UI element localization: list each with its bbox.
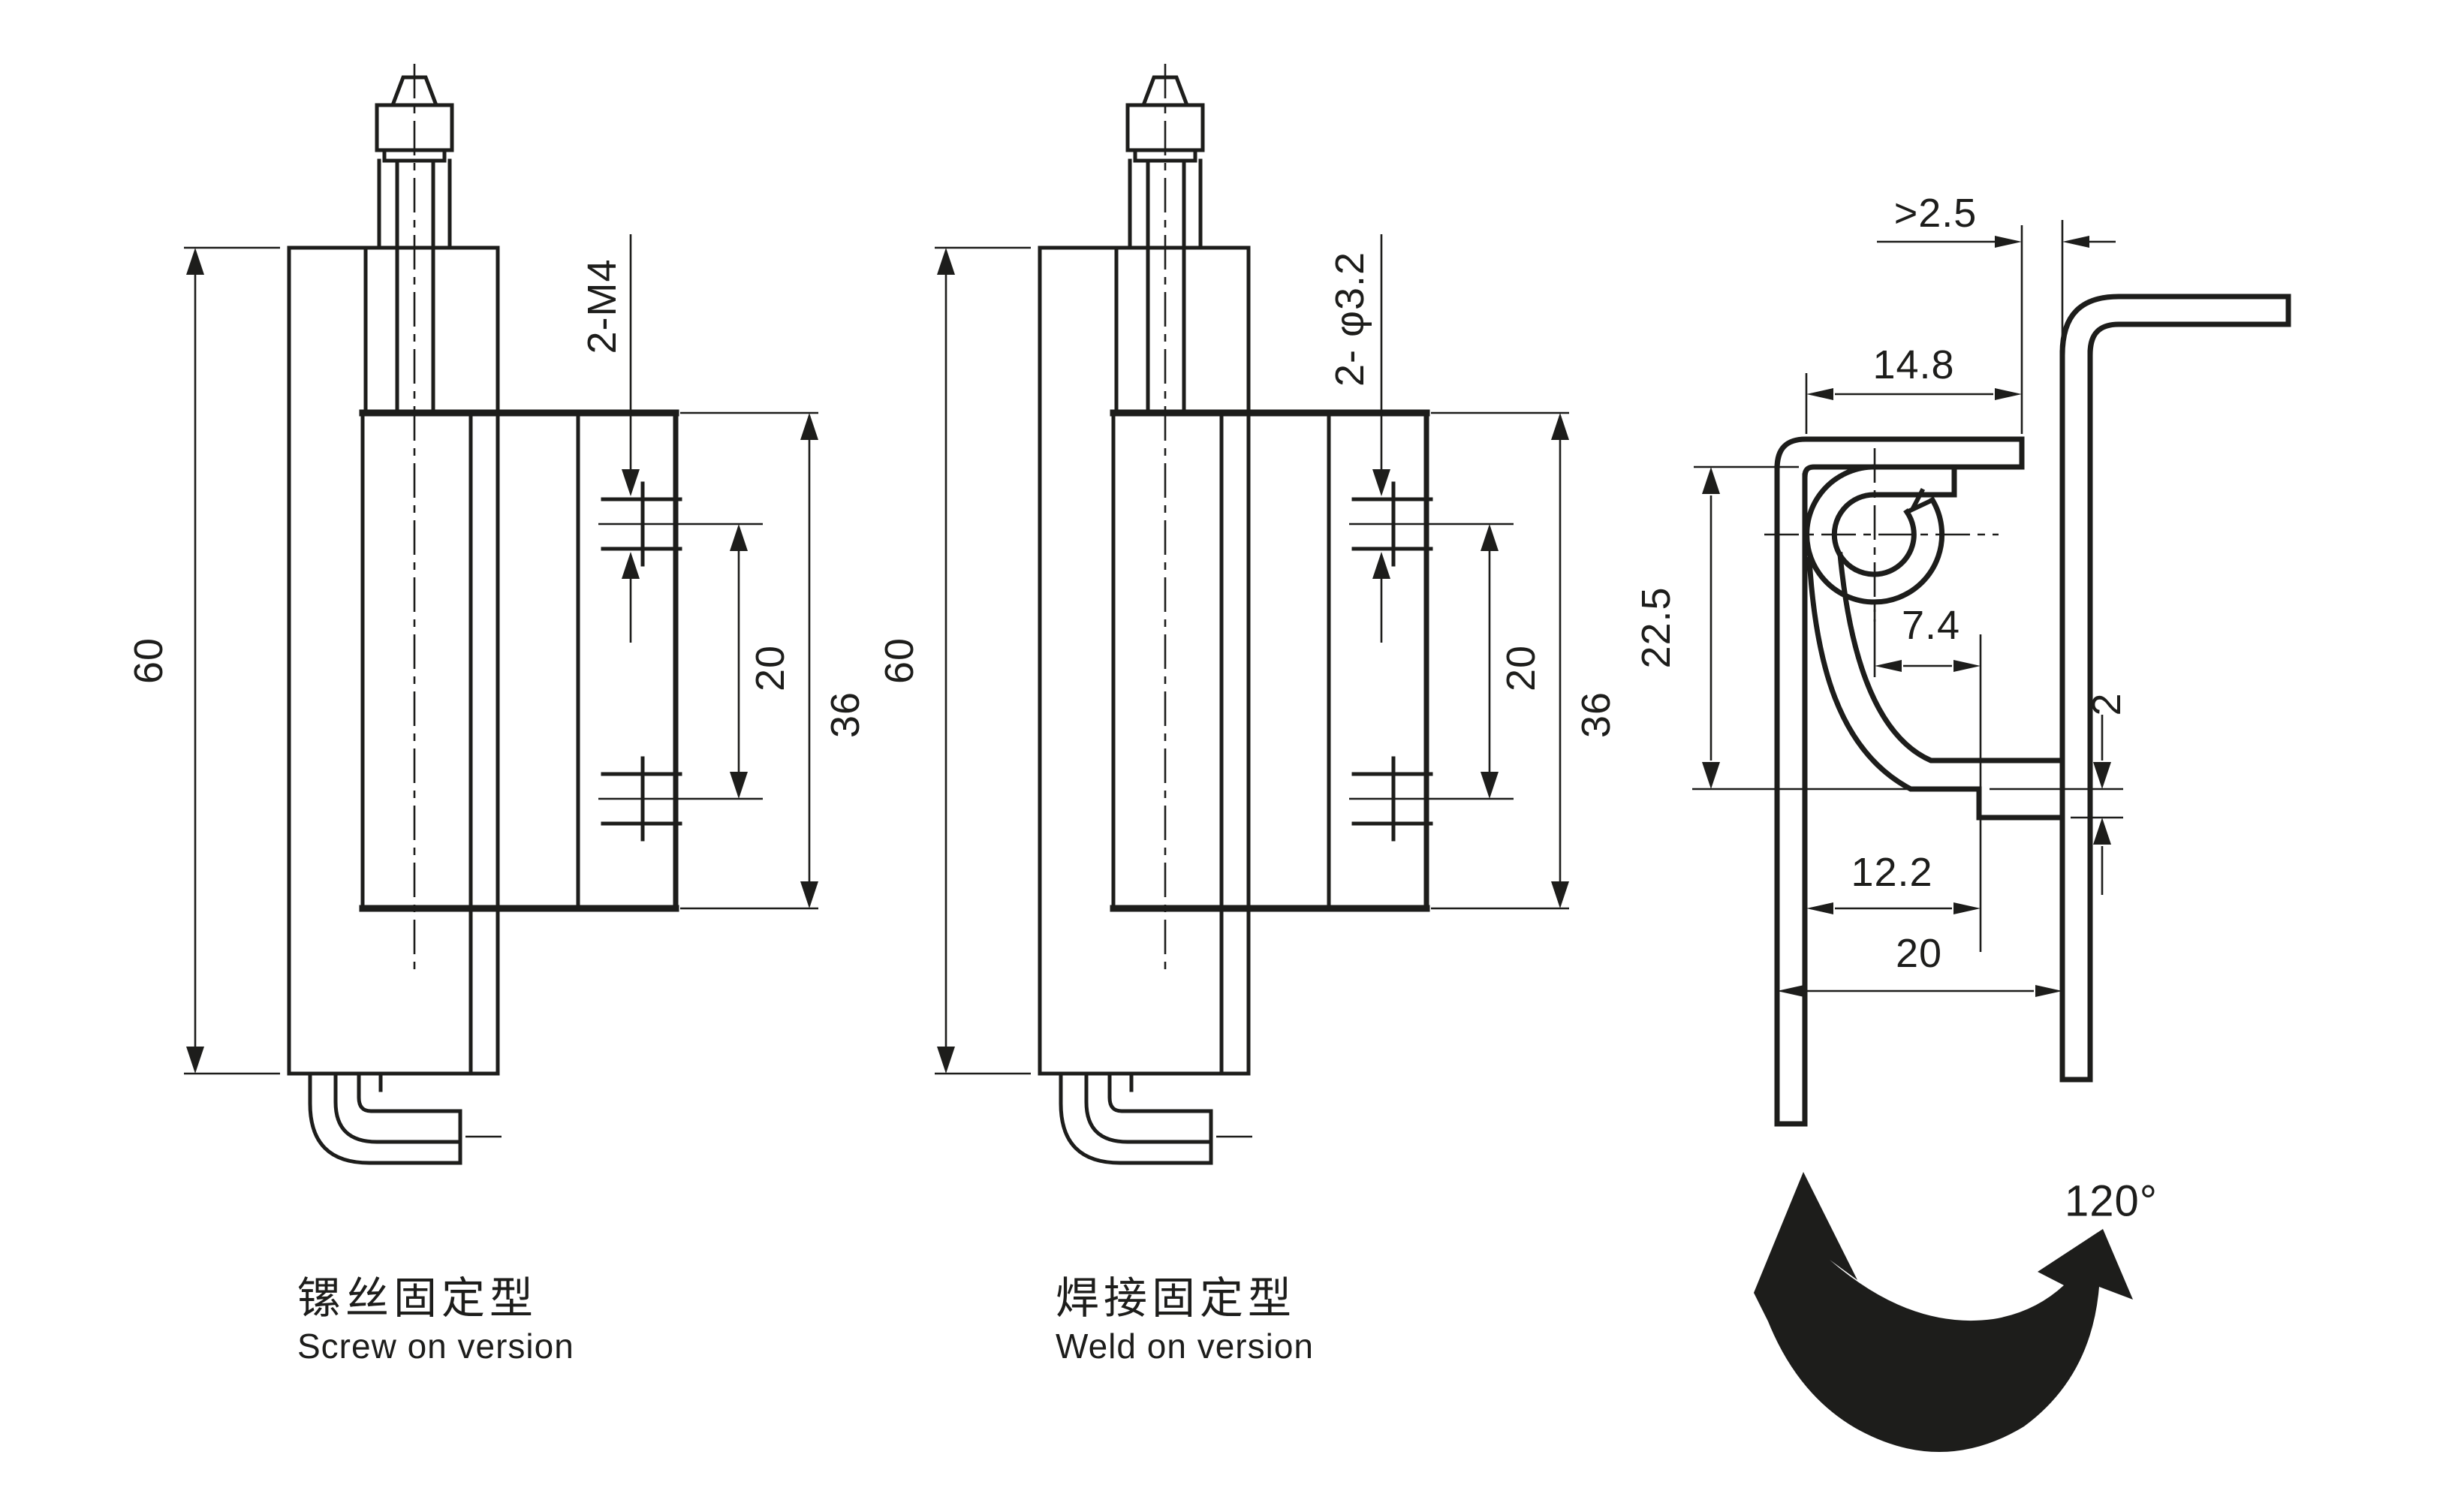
dim-flange-height-weld: 36 — [1574, 691, 1619, 739]
dim-body-height: 22.5 — [1634, 586, 1679, 669]
dim-opening-angle: 120° — [2065, 1176, 2158, 1226]
dim-foot-depth: 12.2 — [1851, 850, 1933, 895]
profile-view-linework — [1692, 220, 2291, 1453]
caption-weld-en: Weld on version — [1056, 1327, 1314, 1366]
knuckle-inner — [1831, 492, 1917, 577]
screw-on-view-linework — [184, 64, 818, 1163]
dim-lip-width: 14.8 — [1872, 342, 1955, 387]
swing-arrow — [1754, 1172, 2133, 1453]
dim-height-weld: 60 — [877, 637, 922, 685]
knuckle-outer — [1804, 464, 1945, 605]
caption-screw-zh: 镙丝固定型 — [297, 1274, 538, 1323]
weld-on-view-linework — [935, 64, 1569, 1163]
dim-sheet-thickness: 2 — [2084, 692, 2129, 716]
dim-hole-spacing-screw: 20 — [748, 644, 793, 692]
dim-flange-height-screw: 36 — [823, 691, 868, 739]
caption-weld-zh: 焊接固定型 — [1056, 1274, 1297, 1323]
dim-height-screw: 60 — [126, 637, 171, 685]
dim-hole-spacing-weld: 20 — [1499, 644, 1544, 692]
dim-depth: 20 — [1895, 931, 1943, 976]
dim-door-clearance: >2.5 — [1893, 191, 1978, 236]
dim-holes-weld: 2- φ3.2 — [1327, 251, 1372, 387]
dim-pin-offset: 7.4 — [1901, 603, 1961, 648]
dim-holes-screw: 2-M4 — [580, 258, 625, 354]
caption-screw-en: Screw on version — [297, 1327, 574, 1366]
